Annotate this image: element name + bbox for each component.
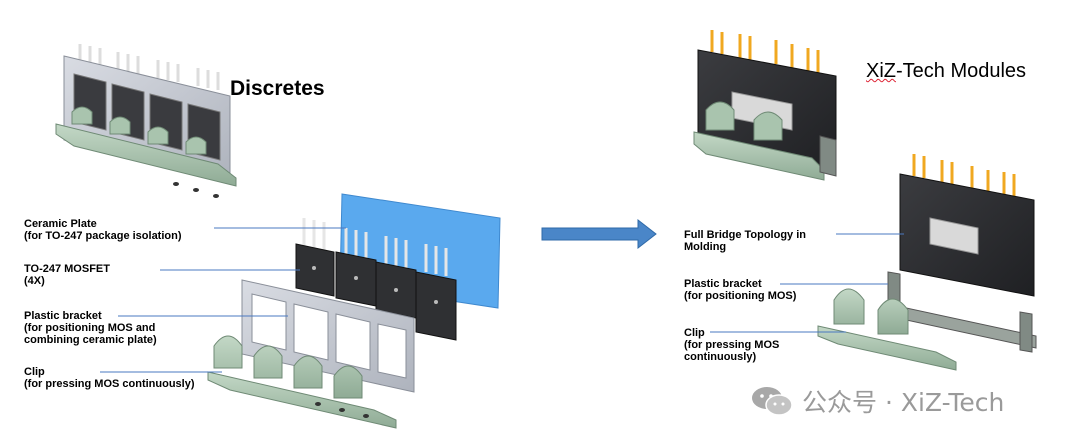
xiz-word: XiZ [866,60,896,82]
plastic-bracket-part [241,279,415,393]
xiz-suffix: -Tech Modules [896,60,1027,82]
mosfet-parts [295,218,457,341]
watermark-text: 公众号 · XiZ-Tech [802,388,1005,417]
discrete-leads [78,44,220,90]
transition-arrow [541,218,657,250]
xiz-modules-heading: XiZ-Tech Modules [866,60,1026,83]
mosfet-4 [415,244,457,341]
mosfet-1 [295,218,335,297]
mosfet-3 [375,236,417,319]
assembled-discretes [55,44,237,198]
clip-part [207,335,397,429]
wechat-icon [752,387,793,416]
assembled-module [693,30,837,181]
exploded-module [817,154,1037,371]
label-module-plastic-bracket: Plastic bracket(for positioning MOS) [684,278,797,302]
module-leads [912,154,1016,198]
label-clip: Clip(for pressing MOS continuously) [24,366,195,390]
module-clip-part [817,288,957,371]
discretes-heading: Discretes [230,77,325,100]
right-pointer-lines [710,233,904,333]
exploded-discretes [207,193,501,429]
discrete-clip-base [55,123,237,187]
discrete-clip-tabs [71,106,207,155]
label-ceramic-plate: Ceramic Plate(for TO-247 package isolati… [24,218,182,242]
label-mosfet: TO-247 MOSFET(4X) [24,263,110,287]
left-pointer-lines [100,227,346,373]
watermark: 公众号 · XiZ-Tech [750,385,1004,417]
